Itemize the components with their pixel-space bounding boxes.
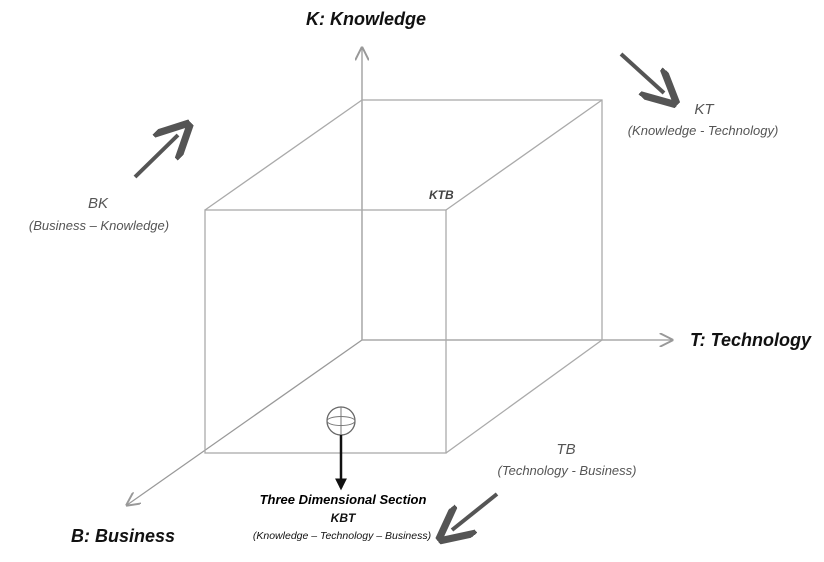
cube-edge-top-left	[204, 99, 363, 211]
bk-plane-code: BK	[87, 195, 109, 212]
business-axis	[127, 339, 363, 505]
ktb-vertex-label: KTB	[429, 188, 454, 202]
knowledge-axis-title: K: Knowledge	[306, 9, 426, 29]
kt-plane-code: KT	[694, 101, 714, 118]
cube	[204, 99, 603, 454]
bk-plane-description: (Business – Knowledge)	[28, 218, 170, 233]
kt-plane-description: (Knowledge - Technology)	[627, 123, 779, 138]
kt-direction-arrow	[619, 52, 664, 93]
cube-front-face	[204, 209, 447, 454]
section-code: KBT	[330, 511, 356, 525]
section-description: (Knowledge – Technology – Business)	[252, 530, 432, 542]
cube-edge-bottom-right	[445, 339, 603, 454]
tb-plane-description: (Technology - Business)	[497, 463, 637, 478]
technology-axis-title: T: Technology	[690, 330, 811, 350]
bk-direction-arrow	[133, 135, 178, 179]
cube-back-face	[361, 99, 603, 341]
business-axis-title: B: Business	[71, 526, 176, 546]
cube-edge-top-right	[445, 99, 603, 211]
section-title: Three Dimensional Section	[259, 492, 427, 507]
tb-direction-arrow	[452, 492, 499, 530]
tb-plane-code: TB	[556, 441, 576, 458]
section-sphere-icon	[326, 406, 356, 436]
